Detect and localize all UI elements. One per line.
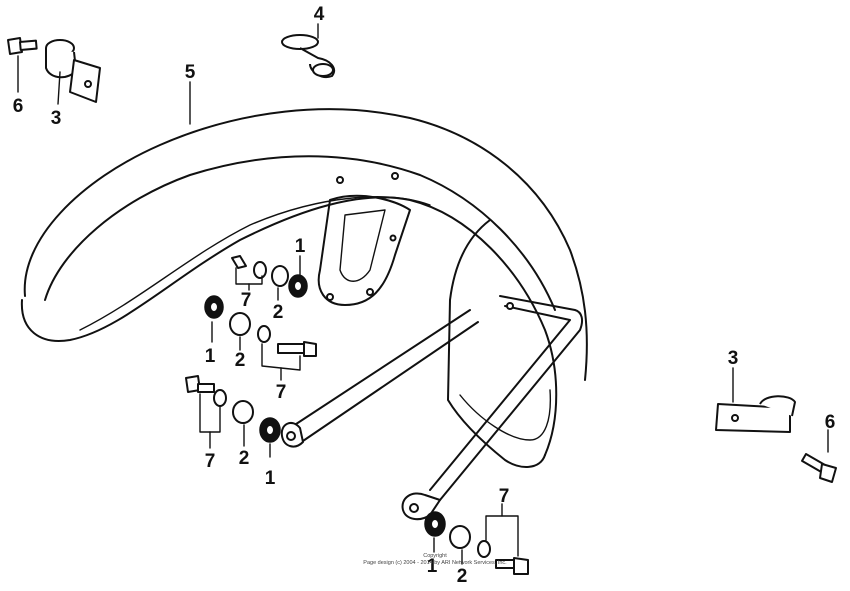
callout-6-top-left: 6 [13, 96, 24, 117]
callout-7-bottom: 7 [499, 486, 510, 507]
clamp-right[interactable] [715, 395, 796, 433]
bolt-top-left[interactable] [7, 37, 38, 55]
callout-1-upper: 1 [295, 236, 306, 257]
leader-lines [17, 23, 829, 565]
hardware-upper-left[interactable] [231, 255, 308, 298]
callout-3-top-left: 3 [51, 108, 62, 129]
callout-2-lower-left: 2 [239, 448, 250, 469]
callout-labels: 6 3 5 4 3 6 1 7 2 1 2 7 7 2 1 7 1 2 [13, 4, 836, 587]
callout-7-lower-left: 7 [205, 451, 216, 472]
clamp-top-left[interactable] [45, 39, 101, 103]
callout-2-upper: 2 [273, 302, 284, 323]
callout-5-fender: 5 [185, 62, 196, 83]
callout-3-right: 3 [728, 348, 739, 369]
fender-stay-rod[interactable] [401, 295, 584, 521]
callout-2-middle: 2 [235, 350, 246, 371]
fender-stay-bar[interactable] [280, 309, 479, 448]
callout-1-lower-left: 1 [265, 468, 276, 489]
callout-4-clip: 4 [314, 4, 325, 25]
callout-1-middle: 1 [205, 346, 216, 367]
copyright-line-1: Copyright [423, 553, 447, 559]
callout-2-bottom: 2 [457, 566, 468, 587]
callout-1-bottom: 1 [427, 556, 438, 577]
callout-7-upper: 7 [241, 290, 252, 311]
bolt-right[interactable] [800, 452, 837, 483]
hardware-bottom[interactable] [424, 511, 529, 575]
front-fender[interactable] [20, 108, 588, 468]
copyright-line-2: Page design (c) 2004 - 2014 by ARI Netwo… [363, 560, 507, 566]
callout-7-middle: 7 [276, 382, 287, 403]
cable-clip[interactable] [281, 34, 336, 78]
callout-6-right: 6 [825, 412, 836, 433]
copyright-notice: Copyright Page design (c) 2004 - 2014 by… [330, 553, 540, 567]
hardware-middle-left[interactable] [204, 295, 317, 357]
